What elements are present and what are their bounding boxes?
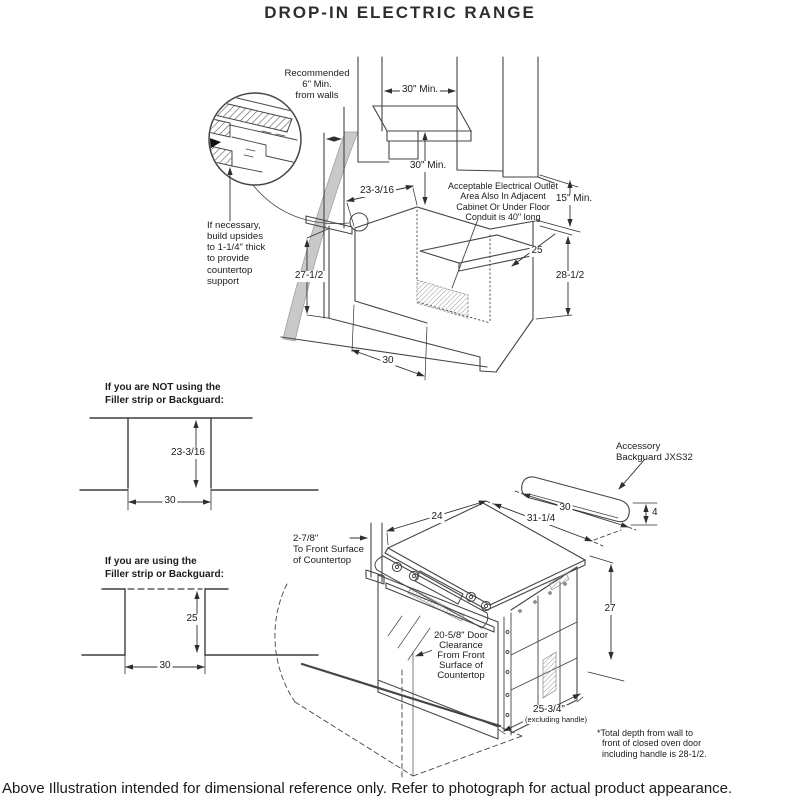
dim-total-height: 28-1/2 bbox=[553, 270, 587, 282]
cutout-diagram-with-backguard bbox=[81, 588, 319, 675]
wall-band bbox=[282, 131, 359, 342]
countertop-front-note: 2-7/8" To Front Surface of Countertop bbox=[293, 533, 364, 567]
range-illustration bbox=[274, 458, 658, 781]
cutout-a-width: 30 bbox=[162, 495, 178, 507]
dim-30min-top: 30" Min. bbox=[399, 84, 441, 96]
dim-opening-height: 27-1/2 bbox=[292, 270, 326, 282]
dim-opening-width: 30 bbox=[380, 355, 396, 367]
dim-shelf-depth: 25 bbox=[529, 245, 545, 257]
dim-30min-vertical: 30" Min. bbox=[407, 160, 449, 172]
dim-total-width: 31-1/4 bbox=[524, 513, 558, 525]
installation-cutaway-diagram bbox=[208, 56, 581, 381]
oven-door bbox=[377, 574, 499, 740]
countertop-support-note: If necessary, build upsides to 1-1/4" th… bbox=[207, 220, 266, 287]
cutout-b-heading: If you are using the Filler strip or Bac… bbox=[105, 556, 224, 580]
cutout-b-depth: 25 bbox=[184, 613, 200, 625]
dim-cooktop-depth: 24 bbox=[429, 511, 445, 523]
cutout-diagram-no-backguard bbox=[79, 417, 319, 511]
adjacent-cabinet-shelf bbox=[419, 234, 537, 272]
page-title: DROP-IN ELECTRIC RANGE bbox=[264, 3, 536, 22]
dim-15min: 15" Min. bbox=[553, 193, 595, 205]
range-hood bbox=[372, 105, 472, 160]
control-display bbox=[414, 570, 464, 605]
recommended-clearance-note: Recommended 6" Min. from walls bbox=[284, 68, 350, 102]
total-depth-footnote: *Total depth from wall to front of close… bbox=[597, 728, 707, 759]
dimension-lines bbox=[304, 174, 581, 381]
cutout-a-heading: If you are NOT using the Filler strip or… bbox=[105, 382, 224, 406]
dim-cutout-depth: 23-3/16 bbox=[358, 185, 396, 197]
backguard-accessory-label: Accessory Backguard JXS32 bbox=[616, 441, 693, 464]
countertop-edge-callout bbox=[208, 92, 369, 232]
dim-body-depth-qualifier: (excluding handle) bbox=[522, 715, 590, 724]
open-door-edge bbox=[300, 662, 502, 728]
electrical-outlet-area bbox=[416, 279, 469, 319]
door-clearance-note: 20-5/8" Door Clearance From Front Surfac… bbox=[431, 630, 491, 682]
door-swing-outline bbox=[274, 583, 523, 781]
dim-backguard-width: 30 bbox=[557, 502, 573, 514]
dim-backguard-height: 4 bbox=[652, 507, 658, 518]
cutout-b-width: 30 bbox=[157, 660, 173, 672]
cutout-a-depth: 23-3/16 bbox=[169, 447, 207, 459]
dim-body-height: 27 bbox=[602, 603, 618, 615]
support-strip-arrow bbox=[210, 136, 221, 151]
dim-body-depth: 25-3/4" bbox=[531, 704, 567, 716]
control-panel bbox=[374, 555, 492, 629]
electrical-outlet-note: Acceptable Electrical Outlet Area Also I… bbox=[447, 181, 559, 223]
door-handle bbox=[385, 582, 495, 633]
reference-caption: Above Illustration intended for dimensio… bbox=[2, 780, 733, 797]
